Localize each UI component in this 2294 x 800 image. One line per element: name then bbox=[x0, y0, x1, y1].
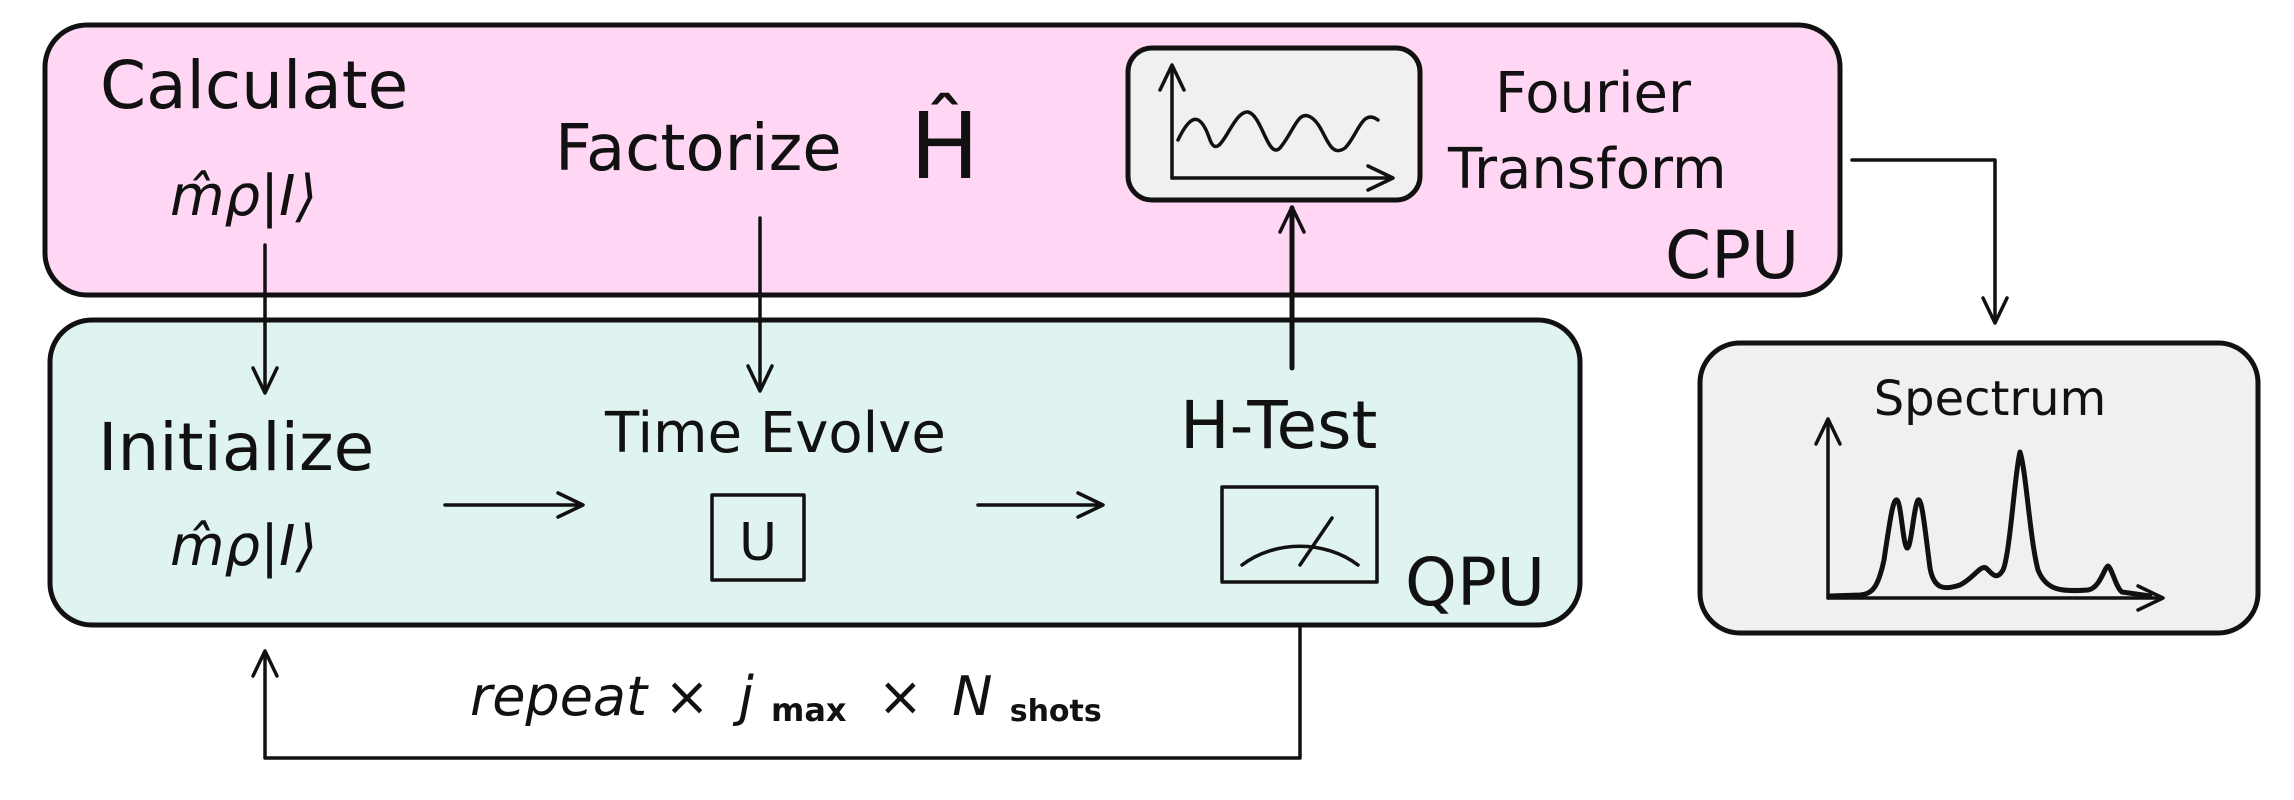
spectrum-box: Spectrum bbox=[1697, 340, 2261, 636]
unitary-gate-frame bbox=[710, 493, 806, 582]
fourier-line2: Transform bbox=[1447, 137, 1727, 202]
spectrum-plot-icon bbox=[1814, 417, 2165, 612]
initialize-state: m̂ρ|I⟩ bbox=[170, 514, 317, 579]
unitary-symbol: U bbox=[739, 513, 777, 573]
fourier-line1: Fourier bbox=[1495, 61, 1692, 126]
calculate-state: m̂ρ|I⟩ bbox=[170, 164, 317, 229]
qpu-box: QPU bbox=[47, 317, 1583, 628]
initialize-title: Initialize bbox=[98, 409, 374, 486]
factorize-symbol: Ĥ bbox=[910, 92, 979, 200]
time-evolve-label: Time Evolve bbox=[604, 401, 946, 466]
unitary-gate-icon: U bbox=[710, 493, 806, 582]
j-symbol: j bbox=[732, 665, 754, 728]
times-symbol: × bbox=[878, 665, 923, 728]
htest-label: H-Test bbox=[1180, 387, 1377, 464]
factorize-label: Factorize bbox=[555, 112, 842, 186]
spectrum-label: Spectrum bbox=[1874, 371, 2107, 427]
cpu-label: CPU bbox=[1665, 217, 1799, 294]
arrow-cpu-to-spectrum bbox=[1850, 158, 2009, 325]
fourier-plot-frame bbox=[1125, 45, 1423, 203]
n-symbol: N bbox=[952, 665, 992, 728]
j-subscript: max bbox=[771, 691, 847, 729]
loop-label: repeat × j max × N shots bbox=[470, 665, 1102, 734]
spectrum-box-frame bbox=[1697, 340, 2261, 636]
svg-text:repeat × j max: repeat × j max × N shots bbox=[470, 665, 1102, 734]
qpu-box-frame bbox=[47, 317, 1583, 628]
calculate-title: Calculate bbox=[100, 47, 408, 124]
wave-plot-icon bbox=[1158, 63, 1395, 192]
fourier-panel bbox=[1125, 45, 1423, 203]
qpu-label: QPU bbox=[1405, 544, 1545, 621]
meter-frame bbox=[1220, 485, 1379, 584]
meter-icon bbox=[1220, 485, 1379, 584]
repeat-text: repeat × bbox=[470, 665, 710, 728]
loop-back-arrow bbox=[251, 626, 1302, 760]
n-subscript: shots bbox=[1010, 694, 1102, 729]
